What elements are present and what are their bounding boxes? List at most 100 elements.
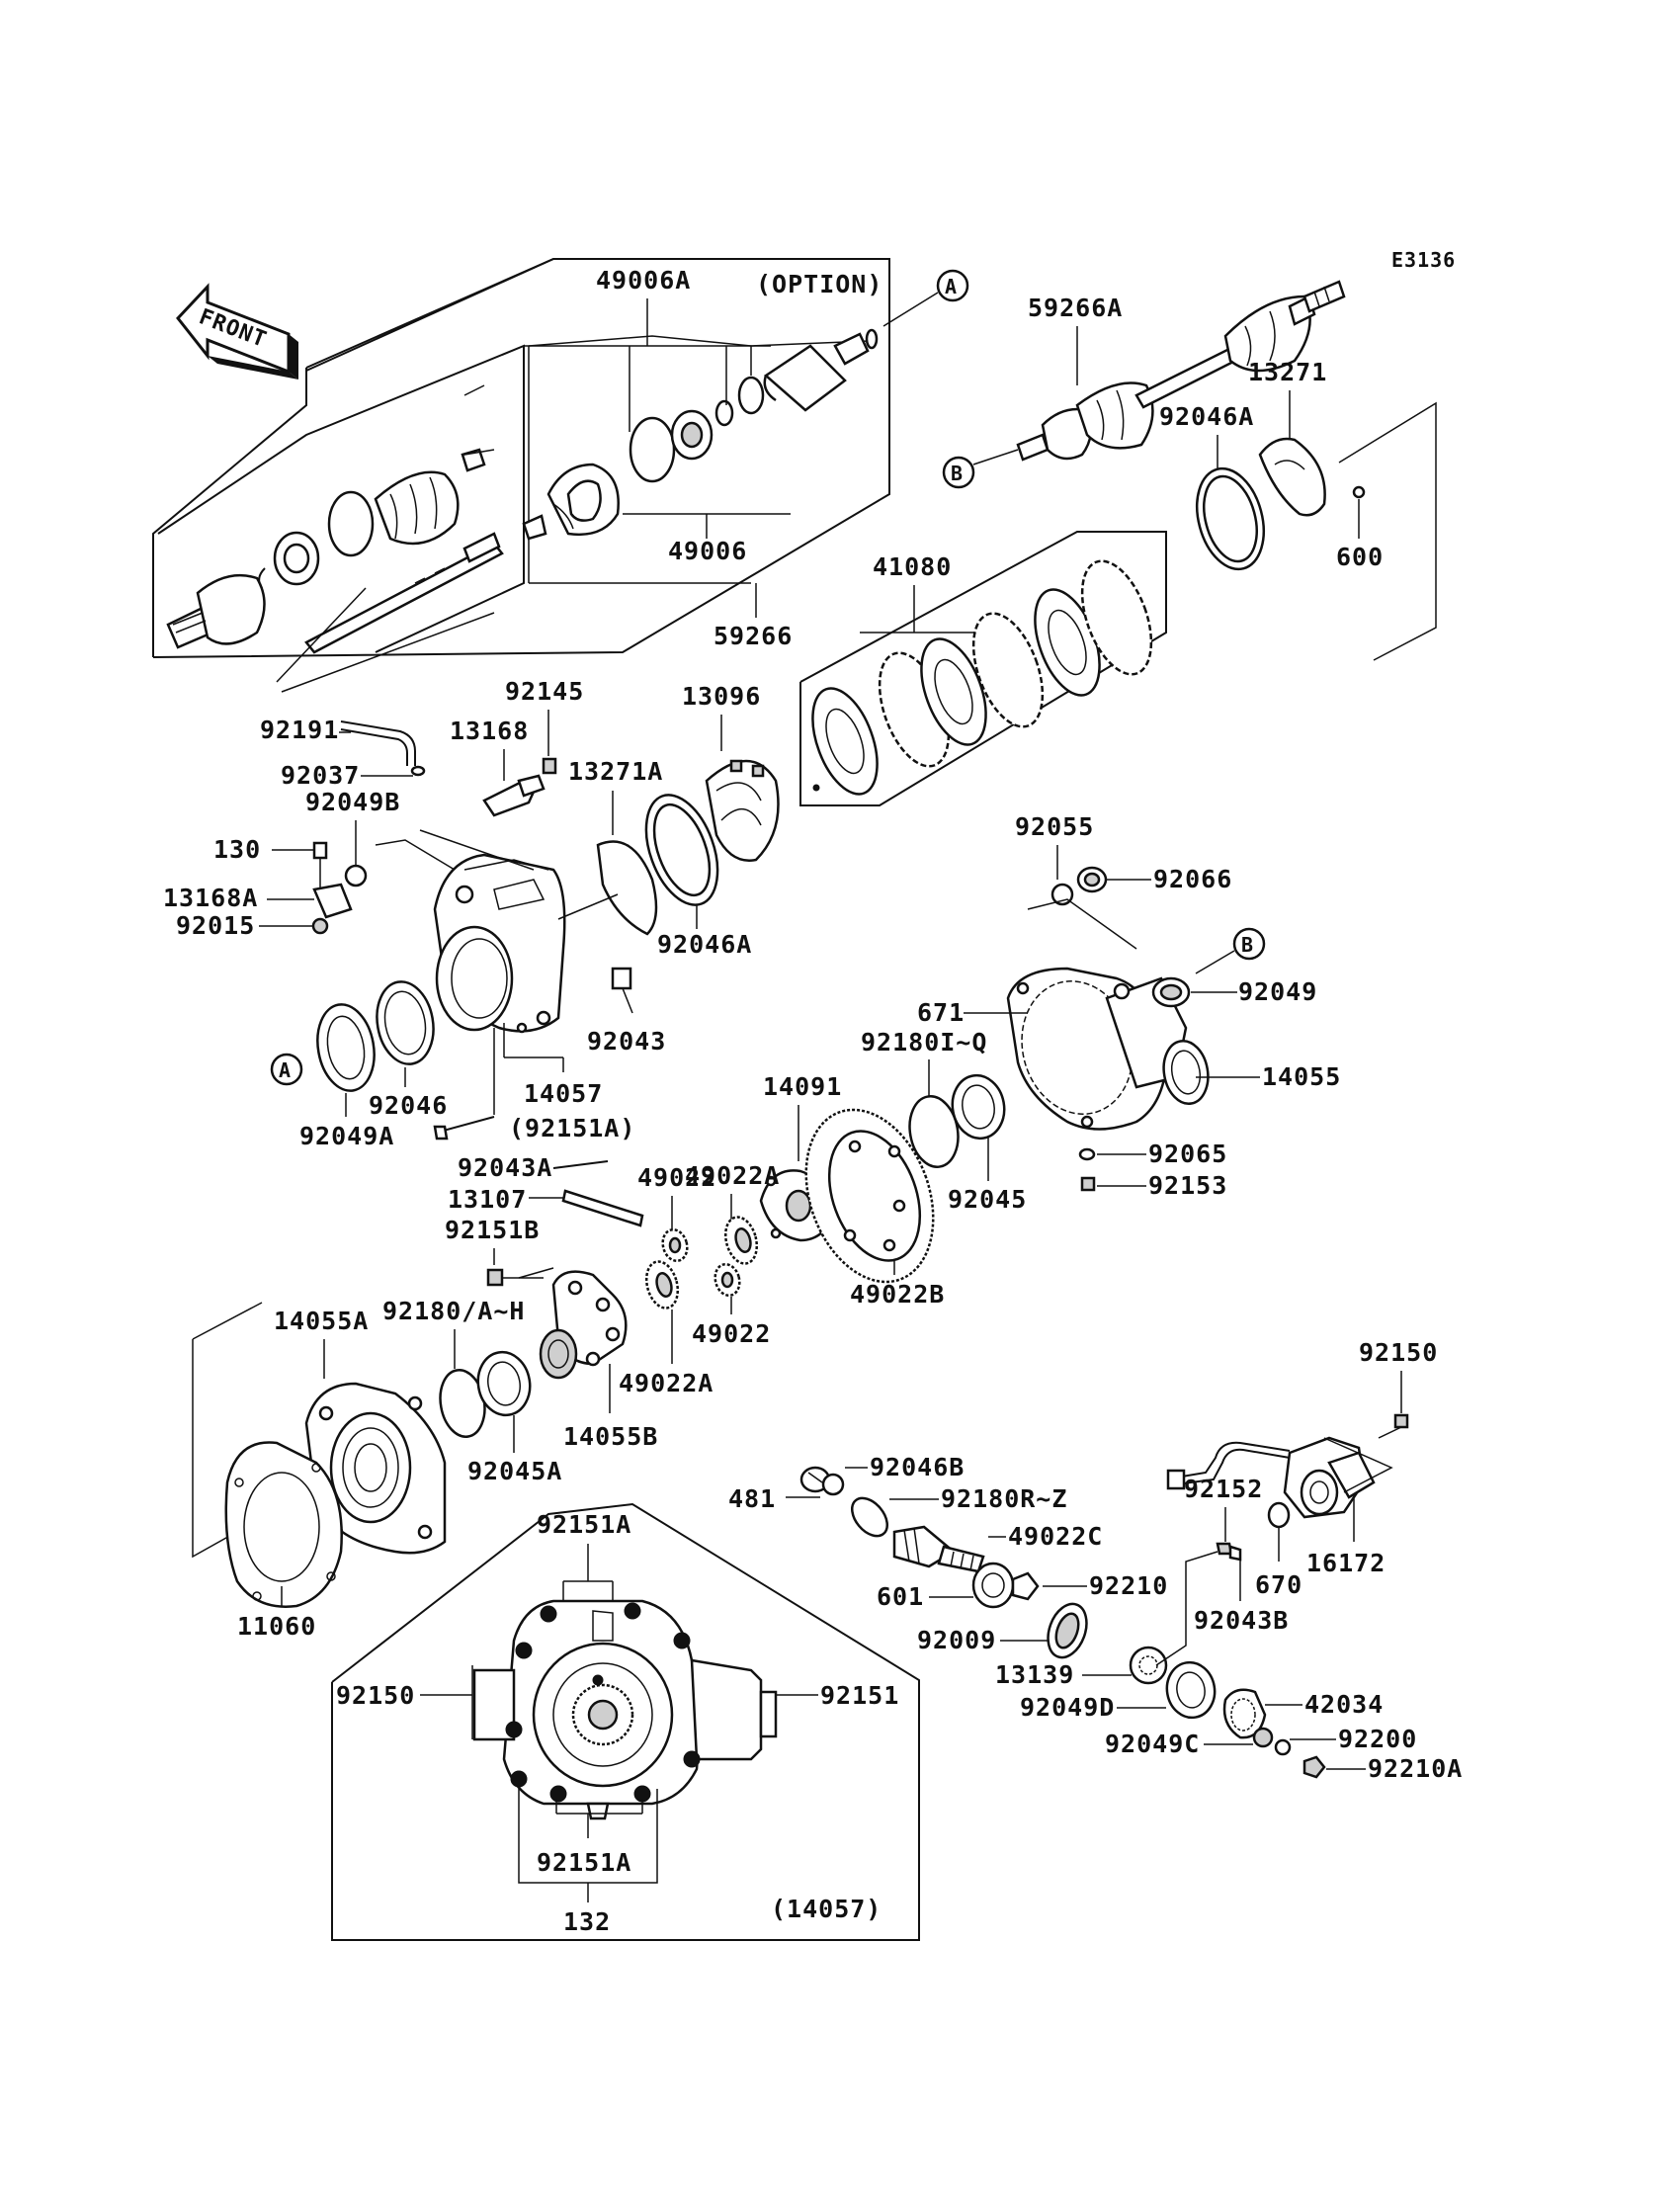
label-92065: 92065 (1148, 1140, 1227, 1168)
svg-text:A: A (279, 1058, 292, 1082)
label-92043B: 92043B (1194, 1606, 1289, 1635)
label-92151A-paren: (92151A) (509, 1114, 635, 1142)
spring-92145 (542, 757, 557, 775)
label-49022-top: 49022 (637, 1163, 716, 1192)
label-49022A-bot: 49022A (619, 1369, 714, 1397)
label-671: 671 (917, 998, 965, 1027)
thrust-washer-13271 (1258, 437, 1326, 517)
ref-marker-a-mid[interactable]: A (270, 1053, 303, 1086)
side-gear-49022A-bot (644, 1260, 680, 1310)
label-13271A: 13271A (568, 757, 663, 786)
inset-label-14057: (14057) (771, 1895, 882, 1923)
bolt-92151B (486, 1267, 554, 1287)
label-92152: 92152 (1184, 1475, 1263, 1503)
clutch-plates (811, 559, 1153, 796)
label-59266A: 59266A (1028, 294, 1123, 322)
label-16172: 16172 (1306, 1549, 1386, 1577)
label-11060: 11060 (237, 1612, 316, 1641)
label-13096: 13096 (682, 682, 761, 711)
diff-housing-14055 (1006, 967, 1210, 1131)
key-92152 (1216, 1542, 1242, 1562)
shaft-spline-lines (276, 587, 495, 693)
lever-13168A (312, 883, 353, 919)
friction-ring-92046A (1196, 466, 1265, 571)
small-band (461, 448, 486, 472)
label-92045: 92045 (948, 1185, 1027, 1214)
label-130: 130 (213, 835, 261, 864)
svg-text:B: B (951, 462, 964, 485)
snap-ring-small (714, 399, 734, 427)
bolt-92151A-mid (433, 1116, 495, 1141)
pinion-gear-49022-top (661, 1227, 689, 1263)
label-92046B: 92046B (870, 1453, 965, 1481)
thrust-plate-13271A (596, 840, 658, 936)
label-14055B: 14055B (563, 1422, 658, 1451)
pinion-gear-49022-bot (714, 1262, 741, 1298)
bolt-92150-right (1378, 1413, 1409, 1439)
shim-92180RZ (851, 1496, 888, 1538)
label-92191: 92191 (260, 716, 339, 744)
ref-marker-b-top[interactable]: B (942, 456, 975, 489)
clutch-pack-box (799, 531, 1167, 806)
label-92046A-top: 92046A (1159, 402, 1254, 431)
diff-case-14055B (539, 1270, 628, 1380)
pinion-shaft-13107 (561, 1189, 644, 1227)
breather-tube-92191 (340, 720, 426, 777)
label-92045A: 92045A (467, 1457, 562, 1485)
label-13271: 13271 (1248, 358, 1327, 386)
label-49022A-top: 49022A (685, 1161, 780, 1190)
label-49022B: 49022B (850, 1280, 945, 1309)
friction-ring-92046A-mid (644, 794, 719, 906)
label-49006: 49006 (668, 537, 747, 565)
label-92049D: 92049D (1020, 1693, 1115, 1722)
label-92151-inset: 92151 (820, 1681, 899, 1710)
gear-case-front-view (472, 1599, 778, 1820)
label-92055: 92055 (1015, 812, 1094, 841)
boot-band-ring (327, 490, 375, 557)
label-14055A: 14055A (274, 1307, 369, 1335)
label-600: 600 (1336, 543, 1384, 571)
label-14055: 14055 (1262, 1062, 1341, 1091)
label-13107: 13107 (448, 1185, 527, 1214)
label-49022-bot: 49022 (692, 1319, 771, 1348)
label-92210A: 92210A (1368, 1754, 1463, 1783)
washer-92065 (1078, 1147, 1096, 1161)
ref-marker-a-top[interactable]: A (936, 269, 969, 302)
label-92049B: 92049B (305, 788, 400, 816)
bearing-92046 (376, 980, 435, 1065)
label-41080: 41080 (873, 552, 952, 581)
washer-92200 (1274, 1738, 1292, 1756)
side-gear-49022A-top (723, 1216, 759, 1265)
pin-600 (1352, 485, 1366, 499)
label-601: 601 (877, 1582, 924, 1611)
nut-92210A (1302, 1755, 1326, 1779)
label-42034: 42034 (1304, 1690, 1384, 1719)
label-92015: 92015 (176, 911, 255, 940)
label-14057: 14057 (524, 1079, 603, 1108)
cam-hub-13096 (705, 759, 780, 862)
label-13139: 13139 (995, 1660, 1074, 1689)
label-92046: 92046 (369, 1091, 448, 1120)
label-92210: 92210 (1089, 1571, 1168, 1600)
nut-92210 (1011, 1571, 1040, 1601)
cv-joint-outer (166, 573, 266, 649)
cv-boot-outer (374, 470, 460, 546)
bolt-130 (312, 841, 328, 889)
label-92151A-inset-top: 92151A (537, 1510, 631, 1539)
label-92049: 92049 (1238, 977, 1317, 1006)
gasket-11060 (224, 1441, 343, 1608)
label-92049A: 92049A (299, 1122, 394, 1150)
label-13168A: 13168A (163, 884, 258, 912)
seal-92049D (1165, 1660, 1217, 1720)
washer-92049C (1252, 1727, 1274, 1748)
snap-ring-large (737, 376, 765, 415)
label-670: 670 (1255, 1570, 1302, 1599)
ref-marker-b-mid[interactable]: B (1232, 927, 1266, 961)
alt-drive-shaft (1016, 280, 1346, 462)
bearing-92045A (476, 1350, 532, 1417)
label-49006A: 49006A (596, 266, 691, 295)
inner-race-bearing (273, 531, 320, 586)
coupling-13139 (1129, 1646, 1168, 1685)
label-92153: 92153 (1148, 1171, 1227, 1200)
